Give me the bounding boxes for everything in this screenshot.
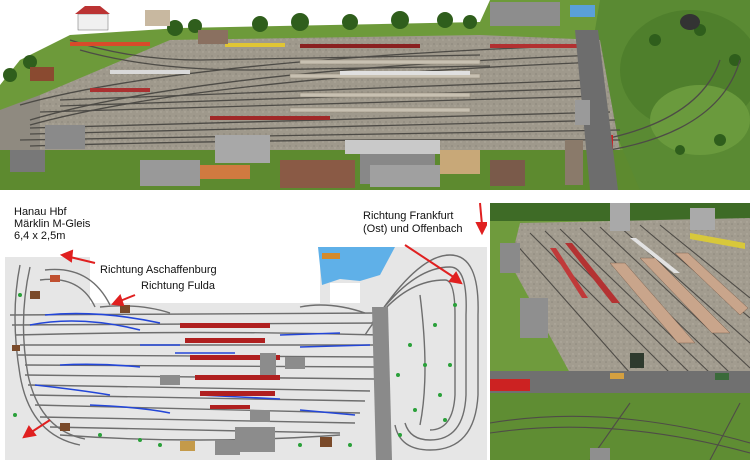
arrow-fulda: [119, 294, 136, 302]
arrow-aschaffenburg: [69, 256, 96, 264]
station-render-image: [490, 203, 750, 460]
arrow-bottom-left: [29, 419, 51, 434]
layout-3d-overview-render: [0, 0, 750, 190]
label-richtung-aschaffenburg: Richtung Aschaffenburg: [100, 264, 217, 276]
layout-3d-station-render: [490, 203, 750, 460]
arrow-frankfurt-edge: [479, 202, 483, 226]
overview-render-image: [0, 0, 750, 190]
locomotive-icon-plan: [322, 253, 340, 259]
layout-dimensions: 6,4 x 2,5m: [14, 230, 66, 242]
label-richtung-frankfurt: Richtung Frankfurt: [363, 210, 454, 222]
arrow-frankfurt: [404, 244, 456, 279]
label-richtung-fulda: Richtung Fulda: [141, 280, 215, 292]
label-ost-und-offenbach: (Ost) und Offenbach: [363, 223, 463, 235]
station-name: Hanau Hbf: [14, 206, 67, 218]
track-plan-diagram: Hanau Hbf Märklin M-Gleis 6,4 x 2,5m Ric…: [0, 195, 487, 460]
track-system: Märklin M-Gleis: [14, 218, 91, 230]
track-plan-drawing: [5, 202, 487, 460]
